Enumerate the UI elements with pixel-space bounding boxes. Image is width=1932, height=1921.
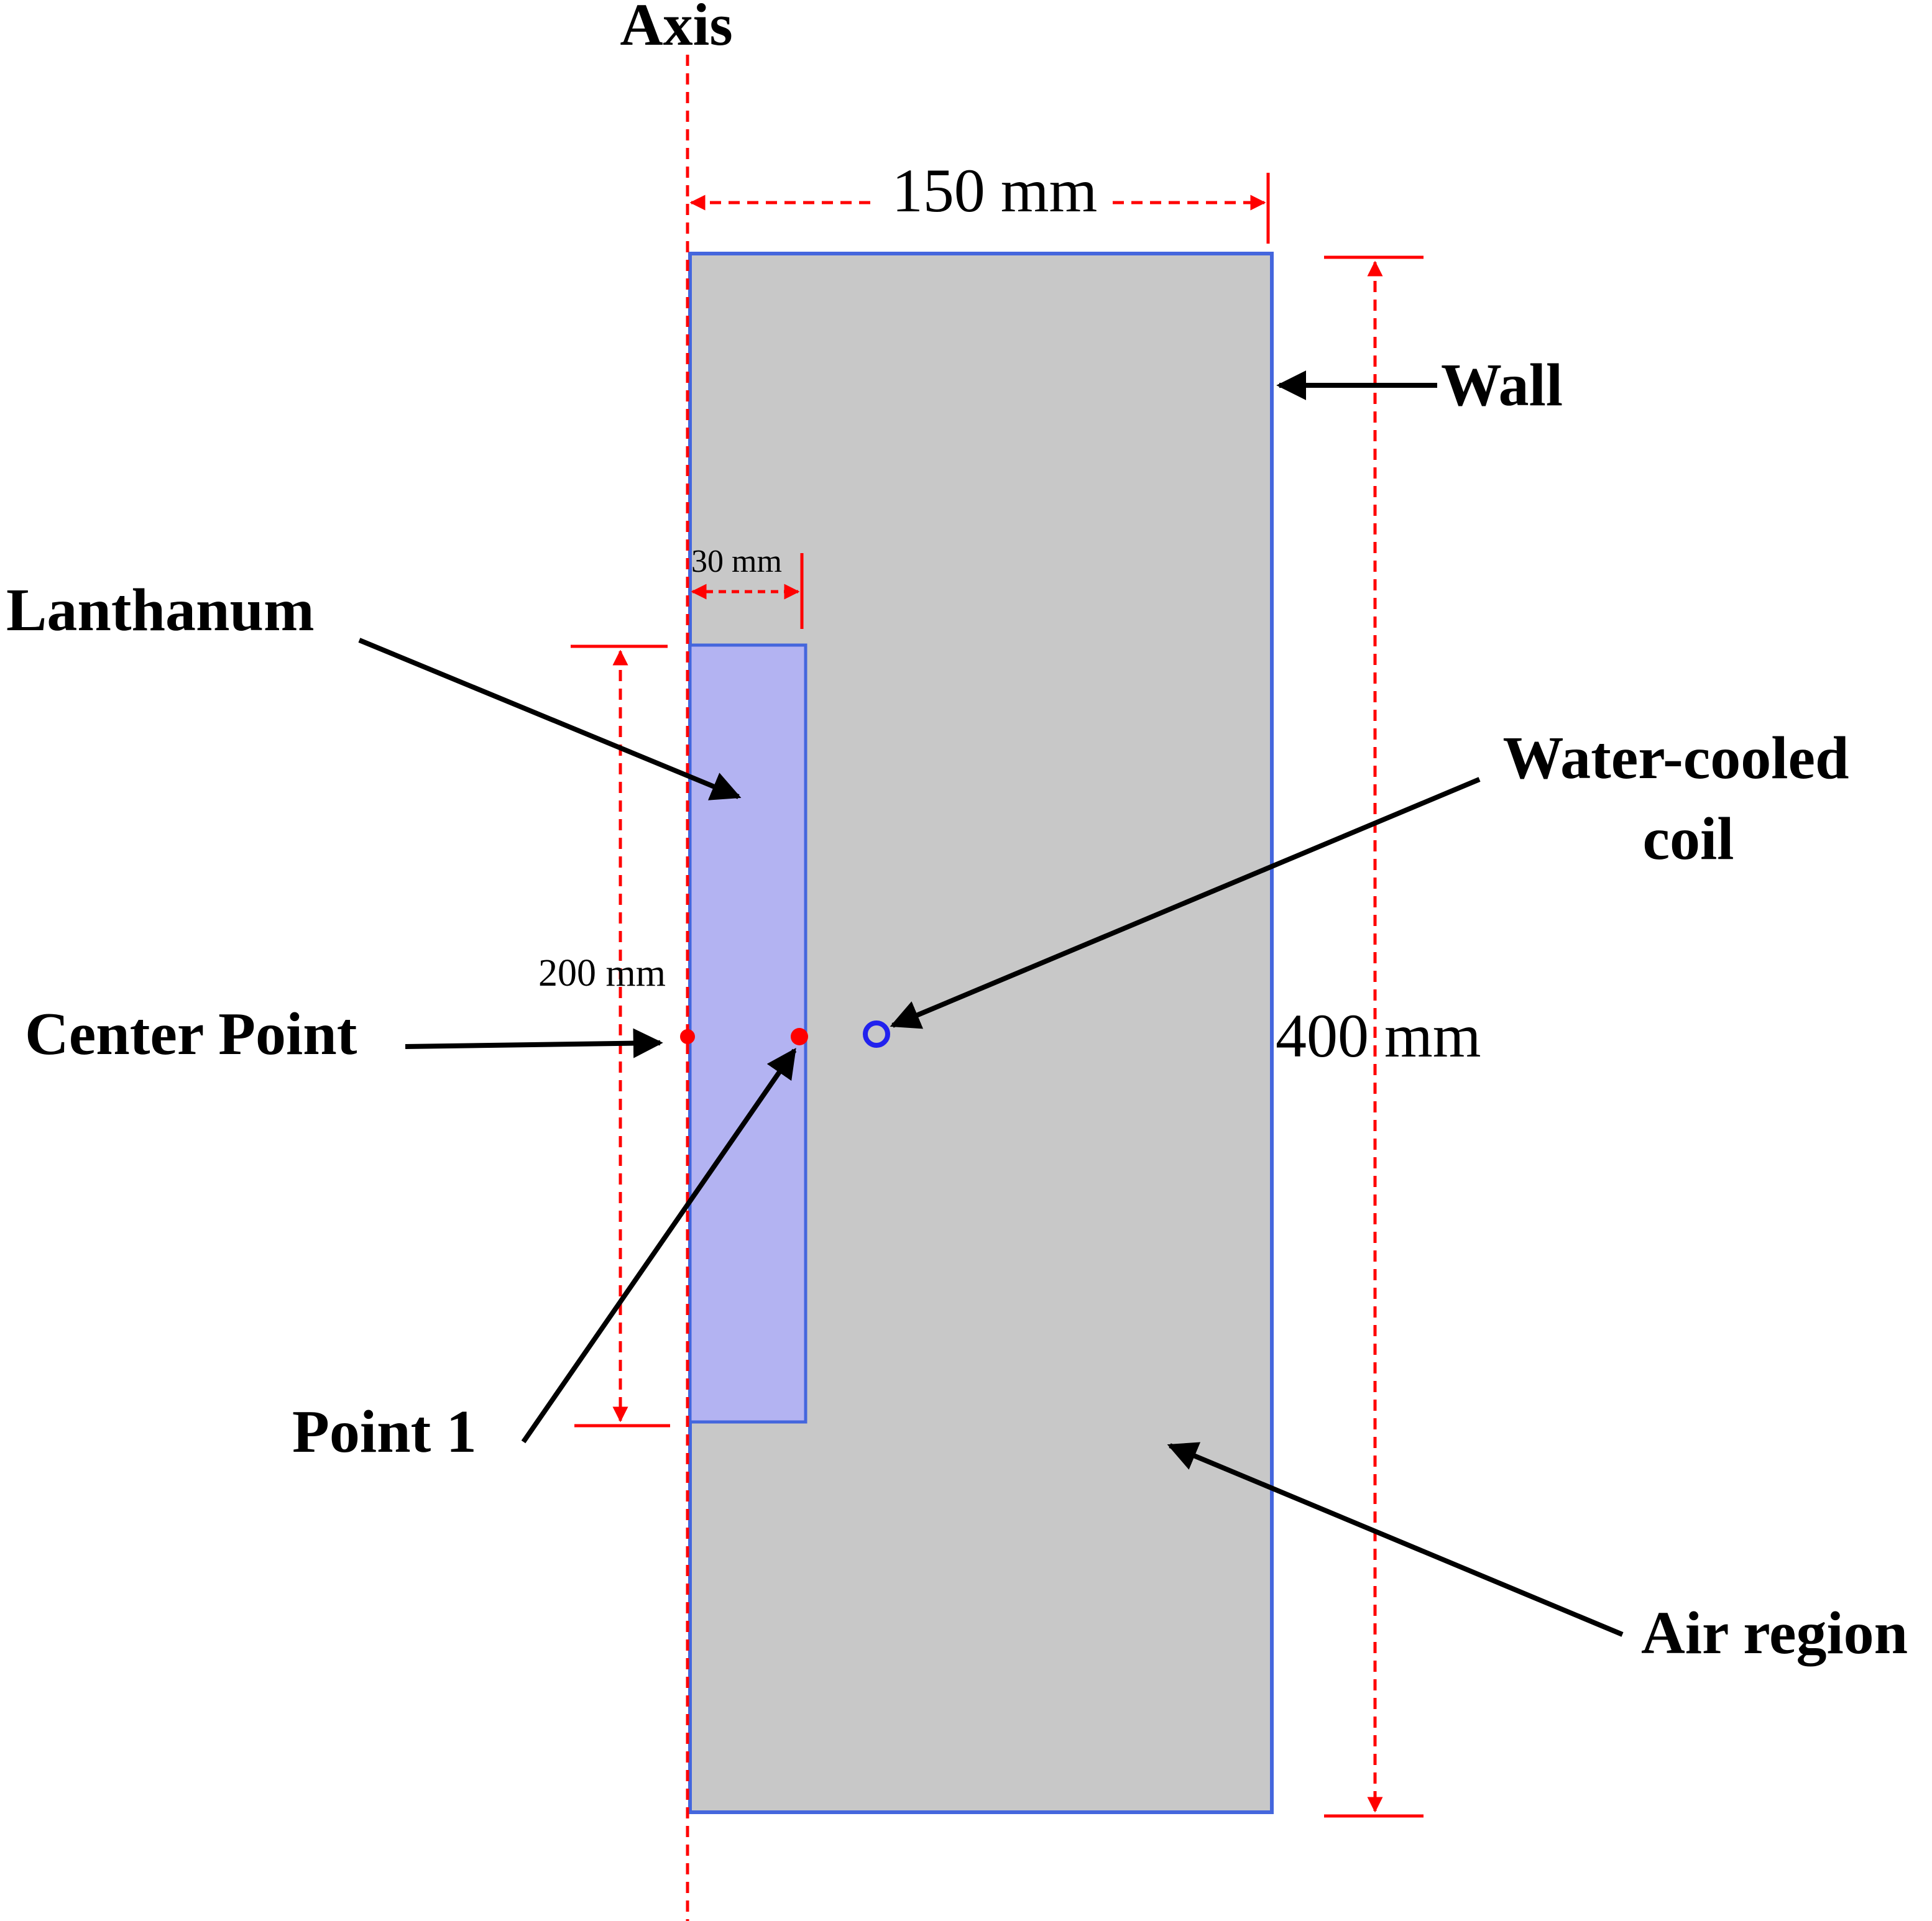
center-point-marker — [680, 1029, 695, 1044]
dimension-400mm-label: 400 mm — [1276, 1001, 1481, 1070]
water-cooled-coil-icon — [863, 1020, 890, 1048]
dimension-400mm — [1324, 255, 1424, 1818]
dimension-150mm-label: 150 mm — [892, 156, 1098, 225]
dimension-200mm — [571, 644, 670, 1428]
lanthanum-label: Lanthanum — [6, 577, 315, 644]
point1-arrow — [521, 1048, 797, 1444]
axis-label: Axis — [620, 0, 732, 58]
point1-marker — [791, 1028, 808, 1045]
water-cooled-coil-arrow — [890, 777, 1481, 1029]
dimension-30mm — [691, 553, 804, 629]
center-point-arrow — [405, 1028, 663, 1058]
point1-label: Point 1 — [292, 1398, 477, 1465]
dimension-200mm-label: 200 mm — [538, 952, 666, 994]
wall-label: Wall — [1441, 352, 1563, 419]
dimension-150mm — [689, 173, 1270, 244]
water-cooled-label-line2: coil — [1643, 805, 1734, 873]
lanthanum-arrow — [358, 638, 742, 800]
dimension-30mm-label: 30 mm — [691, 544, 782, 579]
air-region-arrow — [1167, 1442, 1624, 1637]
air-region-label: Air region — [1641, 1600, 1908, 1667]
lanthanum-rect — [688, 643, 807, 1424]
water-cooled-label-line1: Water-cooled — [1503, 725, 1849, 792]
center-point-label: Center Point — [25, 1001, 357, 1068]
